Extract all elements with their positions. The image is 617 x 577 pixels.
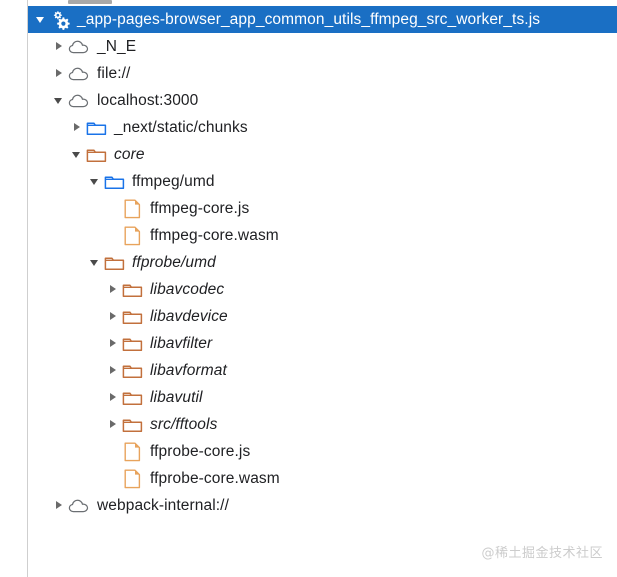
folder-icon <box>104 173 125 191</box>
tree-row-label: file:// <box>97 64 131 82</box>
chevron-right-icon[interactable] <box>108 384 121 411</box>
file-icon <box>124 442 141 462</box>
file-icon <box>124 469 141 489</box>
tree-row-file[interactable]: ffmpeg-core.wasm <box>28 222 617 249</box>
tree-row-folder[interactable]: libavdevice <box>28 303 617 330</box>
row-icon-wrap <box>121 389 150 407</box>
tree-row-folder[interactable]: libavfilter <box>28 330 617 357</box>
row-icon-wrap <box>85 146 114 164</box>
chevron-right-icon[interactable] <box>54 33 67 60</box>
panel-splitter[interactable] <box>27 0 28 577</box>
tree-row-file[interactable]: ffmpeg-core.js <box>28 195 617 222</box>
folder-icon <box>104 254 125 272</box>
tree-row-folder[interactable]: src/fftools <box>28 411 617 438</box>
watermark: @稀土掘金技术社区 <box>481 546 603 561</box>
chevron-right-icon[interactable] <box>108 357 121 384</box>
row-icon-wrap <box>67 38 97 56</box>
cloud-icon <box>68 92 90 110</box>
folder-icon <box>122 308 143 326</box>
row-icon-wrap <box>121 469 150 489</box>
row-icon-wrap <box>103 173 132 191</box>
folder-icon <box>86 119 107 137</box>
tree-row-list: _app-pages-browser_app_common_utils_ffmp… <box>28 6 617 519</box>
chevron-down-icon[interactable] <box>72 141 85 168</box>
cloud-icon <box>68 38 90 56</box>
tree-row-label: core <box>114 145 145 163</box>
tree-row-label: localhost:3000 <box>97 91 199 109</box>
tree-row-label: webpack-internal:// <box>97 496 229 514</box>
cloud-icon <box>68 65 90 83</box>
row-icon-wrap <box>67 497 97 515</box>
chevron-right-icon[interactable] <box>54 60 67 87</box>
row-icon-wrap <box>121 226 150 246</box>
folder-icon <box>122 281 143 299</box>
row-icon-wrap <box>121 335 150 353</box>
row-icon-wrap <box>121 442 150 462</box>
folder-icon <box>122 416 143 434</box>
chevron-down-icon[interactable] <box>54 87 67 114</box>
tree-row-label: libavformat <box>150 361 227 379</box>
chevron-right-icon[interactable] <box>108 330 121 357</box>
tree-row-folder[interactable]: libavutil <box>28 384 617 411</box>
tree-row-frame[interactable]: webpack-internal:// <box>28 492 617 519</box>
tree-row-worker-script[interactable]: _app-pages-browser_app_common_utils_ffmp… <box>28 6 617 33</box>
tree-row-folder[interactable]: libavformat <box>28 357 617 384</box>
row-icon-wrap <box>121 362 150 380</box>
chevron-down-icon[interactable] <box>36 6 49 33</box>
row-icon-wrap <box>103 254 132 272</box>
row-icon-wrap <box>67 65 97 83</box>
tree-row-label: ffmpeg-core.js <box>150 199 250 217</box>
row-icon-wrap <box>121 416 150 434</box>
row-icon-wrap <box>121 199 150 219</box>
row-icon-wrap <box>121 308 150 326</box>
folder-icon <box>86 146 107 164</box>
tree-row-folder[interactable]: core <box>28 141 617 168</box>
tree-row-label: libavcodec <box>150 280 225 298</box>
no-chevron-spacer <box>108 465 121 492</box>
tree-row-label: ffprobe/umd <box>132 253 216 271</box>
no-chevron-spacer <box>108 438 121 465</box>
tree-row-label: _next/static/chunks <box>114 118 248 136</box>
tree-row-folder[interactable]: libavcodec <box>28 276 617 303</box>
tree-row-frame[interactable]: localhost:3000 <box>28 87 617 114</box>
row-icon-wrap <box>121 281 150 299</box>
chevron-right-icon[interactable] <box>108 276 121 303</box>
tree-row-label: _app-pages-browser_app_common_utils_ffmp… <box>77 10 541 28</box>
folder-icon <box>122 362 143 380</box>
row-icon-wrap <box>67 92 97 110</box>
tree-row-folder[interactable]: ffprobe/umd <box>28 249 617 276</box>
chevron-right-icon[interactable] <box>108 303 121 330</box>
tree-row-file[interactable]: ffprobe-core.js <box>28 438 617 465</box>
tree-row-label: ffmpeg/umd <box>132 172 215 190</box>
chevron-right-icon[interactable] <box>54 492 67 519</box>
tree-row-label: _N_E <box>97 37 137 55</box>
tree-row-label: ffprobe-core.js <box>150 442 251 460</box>
file-icon <box>124 199 141 219</box>
tree-row-frame[interactable]: file:// <box>28 60 617 87</box>
file-icon <box>124 226 141 246</box>
tree-row-frame[interactable]: _N_E <box>28 33 617 60</box>
row-icon-wrap <box>85 119 114 137</box>
chevron-down-icon[interactable] <box>90 168 103 195</box>
partial-row-above <box>68 0 112 4</box>
tree-row-label: libavutil <box>150 388 203 406</box>
gears-icon <box>51 10 71 30</box>
chevron-right-icon[interactable] <box>108 411 121 438</box>
tree-row-label: src/fftools <box>150 415 218 433</box>
no-chevron-spacer <box>108 195 121 222</box>
chevron-down-icon[interactable] <box>90 249 103 276</box>
folder-icon <box>122 389 143 407</box>
tree-row-label: ffmpeg-core.wasm <box>150 226 279 244</box>
no-chevron-spacer <box>108 222 121 249</box>
folder-icon <box>122 335 143 353</box>
tree-row-label: libavfilter <box>150 334 213 352</box>
cloud-icon <box>68 497 90 515</box>
tree-row-label: ffprobe-core.wasm <box>150 469 280 487</box>
tree-row-label: libavdevice <box>150 307 228 325</box>
tree-row-file[interactable]: ffprobe-core.wasm <box>28 465 617 492</box>
tree-row-folder[interactable]: ffmpeg/umd <box>28 168 617 195</box>
chevron-right-icon[interactable] <box>72 114 85 141</box>
row-icon-wrap <box>49 10 77 30</box>
tree-row-folder[interactable]: _next/static/chunks <box>28 114 617 141</box>
